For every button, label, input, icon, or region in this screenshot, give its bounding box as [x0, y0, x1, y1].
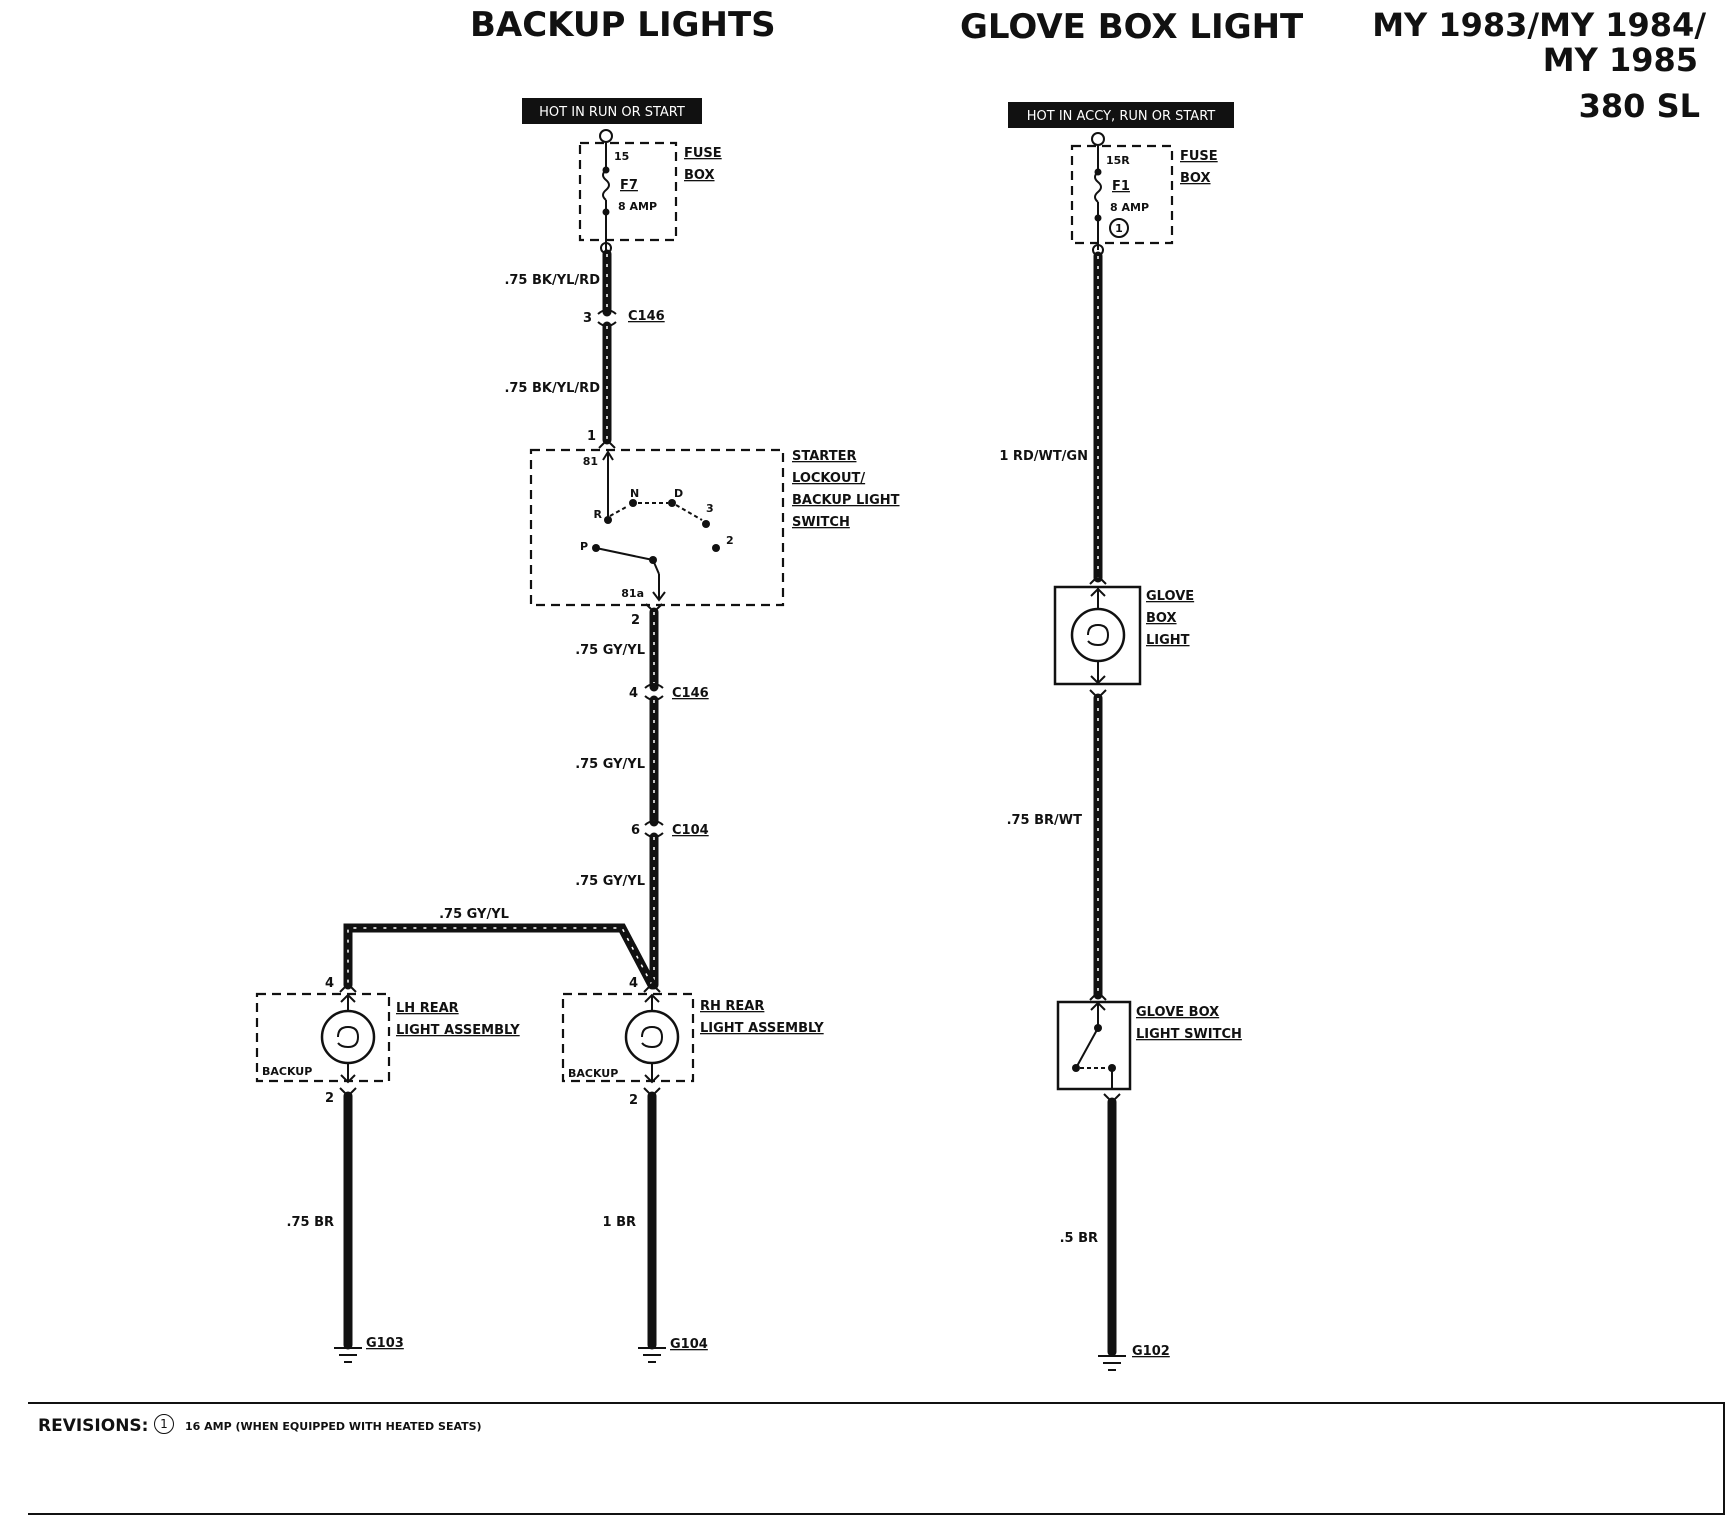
backup-circuit: HOT IN RUN OR START 15 F7 8 AMP FUSE BOX…: [255, 98, 900, 1363]
backup-wire-4-label: .75 GY/YL: [575, 757, 645, 772]
switch-term-in: 81: [583, 455, 598, 468]
glove-switch-label-2: LIGHT SWITCH: [1136, 1027, 1242, 1042]
revision-mark-icon: [1109, 218, 1129, 238]
backup-hot-label: HOT IN RUN OR START: [539, 105, 685, 120]
backup-fuse-rating: 8 AMP: [618, 200, 657, 213]
switch-pin-in: 1: [587, 429, 596, 444]
rh-ground-label: G104: [670, 1337, 708, 1352]
glove-hot-label: HOT IN ACCY, RUN OR START: [1027, 109, 1216, 124]
glove-box-switch-box: [1056, 1000, 1132, 1091]
lh-label-1: LH REAR: [396, 1001, 459, 1016]
rh-backup-bulb-icon: [624, 1009, 680, 1065]
glove-fuse-rating: 8 AMP: [1110, 201, 1149, 214]
lh-backup-bulb-icon: [320, 1009, 376, 1065]
switch-pos-3: 3: [706, 502, 714, 515]
backup-fuse-box-label-1: FUSE: [684, 146, 722, 161]
switch-label-3: BACKUP LIGHT: [792, 493, 900, 508]
rh-inner-label: BACKUP: [568, 1067, 618, 1080]
rh-ground-wire-label: 1 BR: [603, 1215, 637, 1230]
backup-branch-wire-label: .75 GY/YL: [439, 907, 509, 922]
glove-box-bulb-icon: [1070, 607, 1126, 663]
rh-rear-light-assembly-box: [561, 992, 695, 1083]
switch-pos-r: R: [594, 508, 603, 521]
lh-ground-label: G103: [366, 1336, 404, 1351]
model-name: 380 SL: [1579, 87, 1700, 125]
backup-fuse-terminal-icon: [599, 129, 613, 143]
glove-fuse-icon: [1094, 171, 1102, 203]
glove-ground-wire-label: .5 BR: [1060, 1231, 1098, 1246]
glove-light-label-3: LIGHT: [1146, 633, 1190, 648]
c146-bottom-pin: 4: [629, 686, 638, 701]
lh-pin-bottom: 2: [325, 1091, 334, 1106]
starter-lockout-switch-box: [529, 448, 785, 607]
revision-note: 16 AMP (WHEN EQUIPPED WITH HEATED SEATS): [185, 1420, 482, 1433]
backup-fuse-id: F7: [620, 178, 638, 193]
glove-hot-label-box: [1008, 102, 1234, 128]
backup-hot-label-box: [522, 98, 702, 124]
glove-fuse-terminal-icon: [1091, 132, 1105, 146]
c104-label: C104: [672, 823, 709, 838]
glove-fuse-revision-mark: 1: [1115, 222, 1123, 235]
c146-top-pin: 3: [583, 311, 592, 326]
glove-fuse-box-label-1: FUSE: [1180, 149, 1218, 164]
ground-icon: [334, 1347, 362, 1363]
switch-pos-p: P: [580, 540, 588, 553]
backup-lights-title: BACKUP LIGHTS: [470, 5, 776, 45]
switch-term-out: 81a: [621, 587, 644, 600]
rh-label-2: LIGHT ASSEMBLY: [700, 1021, 824, 1036]
switch-label-2: LOCKOUT/: [792, 471, 865, 486]
c104-pin: 6: [631, 823, 640, 838]
rh-label-1: RH REAR: [700, 999, 764, 1014]
backup-fuse-box: [578, 141, 678, 242]
glove-fuse-id: F1: [1112, 179, 1130, 194]
switch-pin-out: 2: [631, 613, 640, 628]
backup-fuse-terminal: 15: [614, 150, 629, 163]
model-years-line2: MY 1985: [1543, 41, 1698, 79]
c146-bottom-label: C146: [672, 686, 709, 701]
rh-pin-top: 4: [629, 976, 638, 991]
glove-fuse-box-label-2: BOX: [1180, 171, 1211, 186]
lh-inner-label: BACKUP: [262, 1065, 312, 1078]
revisions-label: REVISIONS:: [38, 1416, 149, 1436]
backup-wire-2-label: .75 BK/YL/RD: [504, 381, 600, 396]
backup-wire-3-label: .75 GY/YL: [575, 643, 645, 658]
glove-switch-label-1: GLOVE BOX: [1136, 1005, 1219, 1020]
glove-fuse-terminal: 15R: [1106, 154, 1130, 167]
switch-label-4: SWITCH: [792, 515, 850, 530]
glove-fuse-box: [1070, 144, 1174, 245]
glove-switch-blade-icon: [1075, 1027, 1099, 1069]
c146-top-label: C146: [628, 309, 665, 324]
backup-fuse-box-label-2: BOX: [684, 168, 715, 183]
backup-wire-5-label: .75 GY/YL: [575, 874, 645, 889]
revisions-panel: REVISIONS: 1 16 AMP (WHEN EQUIPPED WITH …: [28, 1402, 1725, 1515]
glove-box-light-title: GLOVE BOX LIGHT: [960, 7, 1304, 47]
revision-mark-icon: 1: [154, 1414, 174, 1434]
switch-pos-d: D: [674, 487, 683, 500]
switch-pos-2: 2: [726, 534, 734, 547]
glove-box-circuit: HOT IN ACCY, RUN OR START 15R F1 8 AMP 1…: [999, 102, 1242, 1371]
lh-pin-top: 4: [325, 976, 334, 991]
backup-branch-wire: [343, 923, 657, 990]
backup-fuse-icon: [602, 169, 610, 201]
glove-light-label-2: BOX: [1146, 611, 1177, 626]
glove-wire-2-label: .75 BR/WT: [1007, 813, 1083, 828]
glove-light-label-1: GLOVE: [1146, 589, 1194, 604]
glove-ground-label: G102: [1132, 1344, 1170, 1359]
ground-icon: [1098, 1355, 1126, 1371]
rh-pin-bottom: 2: [629, 1093, 638, 1108]
switch-label-1: STARTER: [792, 449, 856, 464]
backup-wire-1-label: .75 BK/YL/RD: [504, 273, 600, 288]
model-years-line1: MY 1983/MY 1984/: [1372, 6, 1706, 44]
lh-label-2: LIGHT ASSEMBLY: [396, 1023, 520, 1038]
lh-rear-light-assembly-box: [255, 992, 391, 1083]
glove-wire-1-label: 1 RD/WT/GN: [999, 449, 1088, 464]
ground-icon: [638, 1347, 666, 1363]
lh-ground-wire-label: .75 BR: [287, 1215, 334, 1230]
switch-pos-n: N: [630, 487, 639, 500]
